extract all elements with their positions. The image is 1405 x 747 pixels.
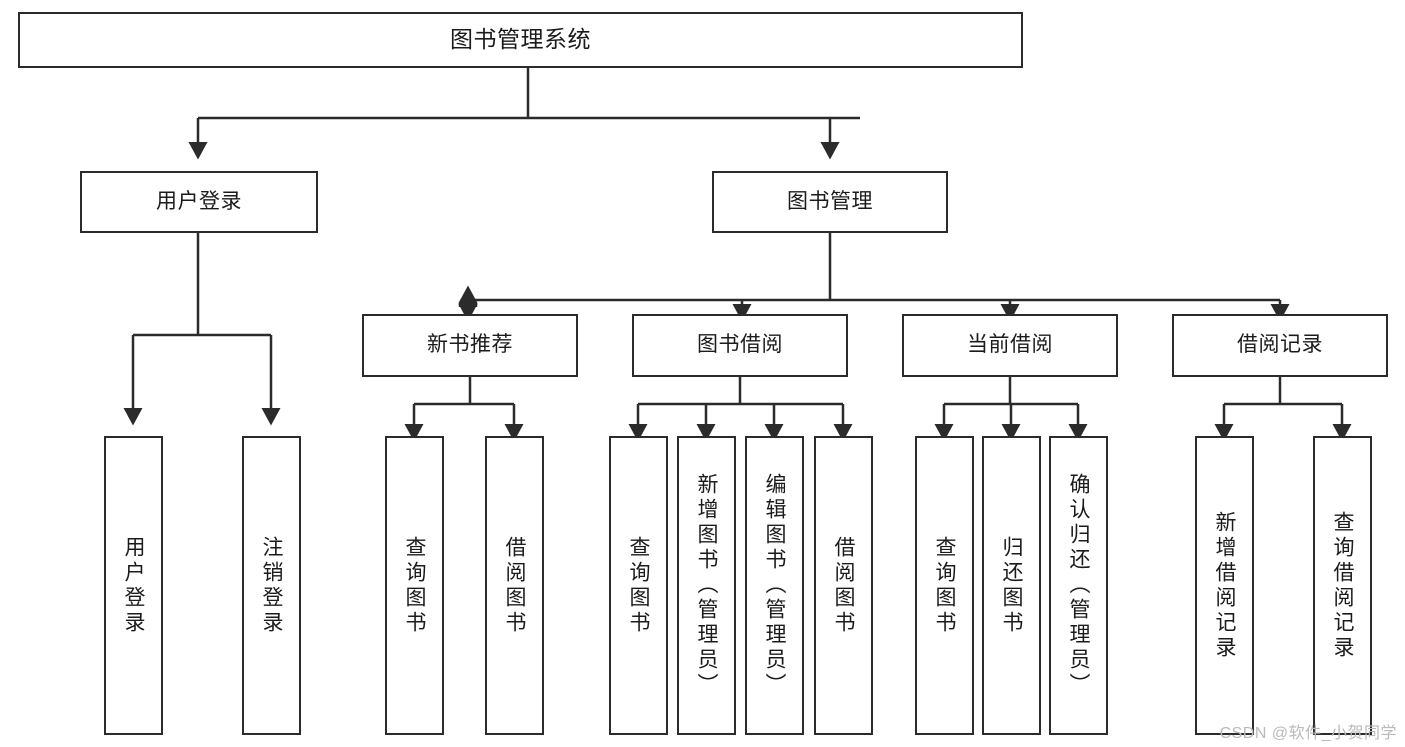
node-label: 新增借阅记录 xyxy=(1213,510,1236,661)
node-book-management[interactable]: 图书管理 xyxy=(712,171,948,233)
leaf-user-login-login[interactable]: 用户登录 xyxy=(104,436,163,735)
node-label: 归还图书 xyxy=(1000,535,1023,636)
node-label: 查询图书 xyxy=(627,535,650,636)
leaf-borrow-record-add-record[interactable]: 新增借阅记录 xyxy=(1195,436,1254,735)
node-label: 查询图书 xyxy=(403,535,426,636)
node-label: 图书借阅 xyxy=(697,333,783,357)
node-book-borrow[interactable]: 图书借阅 xyxy=(632,314,848,377)
node-label: 新书推荐 xyxy=(427,333,513,357)
node-label: 借阅图书 xyxy=(503,535,526,636)
node-label: 查询图书 xyxy=(933,535,956,636)
leaf-user-login-logout[interactable]: 注销登录 xyxy=(242,436,301,735)
node-root-system[interactable]: 图书管理系统 xyxy=(18,12,1023,68)
node-label: 注销登录 xyxy=(260,535,283,636)
node-label: 图书管理系统 xyxy=(450,26,591,53)
leaf-new-book-borrow-book[interactable]: 借阅图书 xyxy=(485,436,544,735)
node-label: 确认归还（管理员） xyxy=(1067,473,1090,698)
node-label: 用户登录 xyxy=(122,535,145,636)
node-label: 图书管理 xyxy=(787,189,873,213)
node-current-borrow[interactable]: 当前借阅 xyxy=(902,314,1118,377)
node-new-book-recommend[interactable]: 新书推荐 xyxy=(362,314,578,377)
node-label: 用户登录 xyxy=(156,189,242,213)
leaf-current-borrow-confirm-return[interactable]: 确认归还（管理员） xyxy=(1049,436,1108,735)
node-label: 编辑图书（管理员） xyxy=(763,473,786,698)
leaf-borrow-record-query-record[interactable]: 查询借阅记录 xyxy=(1313,436,1372,735)
leaf-current-borrow-return-book[interactable]: 归还图书 xyxy=(982,436,1041,735)
leaf-new-book-query-book[interactable]: 查询图书 xyxy=(385,436,444,735)
leaf-book-borrow-query-book[interactable]: 查询图书 xyxy=(609,436,668,735)
node-label: 借阅记录 xyxy=(1237,333,1323,357)
leaf-book-borrow-borrow-book[interactable]: 借阅图书 xyxy=(814,436,873,735)
node-label: 借阅图书 xyxy=(832,535,855,636)
node-borrow-record[interactable]: 借阅记录 xyxy=(1172,314,1388,377)
node-label: 查询借阅记录 xyxy=(1331,510,1354,661)
node-label: 新增图书（管理员） xyxy=(695,473,718,698)
leaf-book-borrow-add-book[interactable]: 新增图书（管理员） xyxy=(677,436,736,735)
leaf-current-borrow-query-book[interactable]: 查询图书 xyxy=(915,436,974,735)
leaf-book-borrow-edit-book[interactable]: 编辑图书（管理员） xyxy=(745,436,804,735)
node-user-login[interactable]: 用户登录 xyxy=(80,171,318,233)
node-label: 当前借阅 xyxy=(967,333,1053,357)
